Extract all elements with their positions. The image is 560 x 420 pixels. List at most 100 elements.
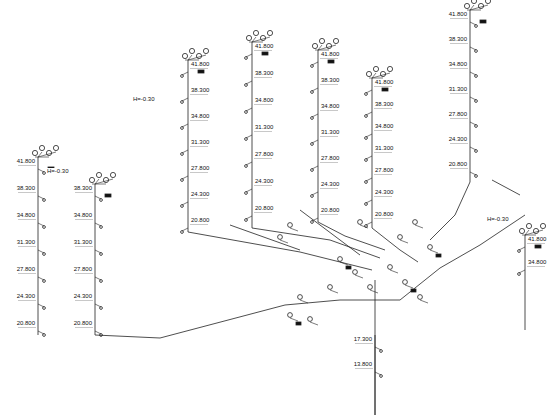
pump-symbol xyxy=(535,245,541,248)
elevation-label: 34.800 xyxy=(527,259,547,266)
elevation-label: 38.300 xyxy=(448,36,468,43)
elevation-label: 41.800 xyxy=(320,51,340,58)
fixture-symbol xyxy=(196,53,201,58)
valve-symbol xyxy=(365,93,368,96)
valve-symbol xyxy=(365,159,368,162)
fixture-pipe xyxy=(315,50,318,51)
valve-symbol xyxy=(43,307,46,310)
main-pipe xyxy=(252,228,380,258)
valve-symbol xyxy=(100,226,103,229)
fixture-pipe xyxy=(318,45,336,50)
elevation-label: 20.800 xyxy=(16,320,36,327)
valve-symbol xyxy=(311,143,314,146)
fixture-symbol xyxy=(203,48,208,53)
main-pipe xyxy=(318,222,385,250)
fixture-symbol xyxy=(368,285,373,290)
elevation-label: 34.800 xyxy=(374,123,394,130)
elevation-label: 24.300 xyxy=(16,293,36,300)
valve-symbol xyxy=(43,280,46,283)
riser-pipe xyxy=(318,50,319,222)
main-pipe xyxy=(492,180,520,195)
valve-symbol xyxy=(100,280,103,283)
main-pipe xyxy=(230,225,300,250)
elevation-label: 20.800 xyxy=(73,320,93,327)
fixture-pipe xyxy=(522,235,525,236)
elevation-label: 38.300 xyxy=(16,185,36,192)
fixture-symbol xyxy=(246,35,251,40)
elevation-label: 31.300 xyxy=(16,239,36,246)
fixture-pipe xyxy=(372,73,390,78)
elevation-label: 31.300 xyxy=(374,145,394,152)
elevation-label: 27.800 xyxy=(374,167,394,174)
riser-pipe xyxy=(372,78,373,228)
pipe-lines xyxy=(18,0,546,415)
fixture-symbol xyxy=(413,220,418,225)
elevation-label: 20.800 xyxy=(254,205,274,212)
main-pipe xyxy=(300,210,360,255)
elevation-label: 34.800 xyxy=(73,212,93,219)
elevation-label: 24.300 xyxy=(190,191,210,198)
elevation-label: 31.300 xyxy=(73,239,93,246)
fixture-pipe xyxy=(310,322,318,325)
fixture-symbol xyxy=(39,145,44,150)
fixture-pipe xyxy=(470,5,488,10)
valve-symbol xyxy=(181,153,184,156)
elevation-label: 34.800 xyxy=(448,61,468,68)
elevation-label: H=-0.30 xyxy=(486,216,510,223)
valve-symbol xyxy=(518,273,521,276)
valve-symbol xyxy=(518,250,521,253)
fixture-pipe xyxy=(252,37,270,42)
elevation-label: 27.800 xyxy=(448,111,468,118)
elevation-label: 34.800 xyxy=(320,103,340,110)
fixture-symbol xyxy=(89,177,94,182)
valve-symbol xyxy=(100,199,103,202)
fixture-symbol xyxy=(189,48,194,53)
fixture-symbol xyxy=(526,223,531,228)
elevation-label: 20.800 xyxy=(320,207,340,214)
elevation-label: 24.300 xyxy=(320,181,340,188)
elevation-label: 38.300 xyxy=(254,70,274,77)
fixture-symbol xyxy=(540,223,545,228)
elevation-label: 41.800 xyxy=(374,79,394,86)
elevation-label: 20.800 xyxy=(448,161,468,168)
fixture-symbol xyxy=(387,66,392,71)
fixture-pipe xyxy=(355,275,363,278)
fixture-pipe xyxy=(525,230,543,235)
fixture-pipe xyxy=(415,225,423,228)
riser-pipe xyxy=(470,10,471,182)
valve-symbol xyxy=(100,307,103,310)
elevation-label: 41.800 xyxy=(527,236,547,243)
fixture-symbol xyxy=(519,228,524,233)
main-pipe xyxy=(372,228,418,262)
fixture-symbol xyxy=(308,317,313,322)
riser-pipe xyxy=(525,235,526,330)
elevation-label: 41.800 xyxy=(254,43,274,50)
elevation-label: 24.300 xyxy=(73,293,93,300)
valve-symbol xyxy=(181,75,184,78)
elevation-label: 27.800 xyxy=(73,266,93,273)
fixture-pipe xyxy=(340,262,348,265)
fixture-symbol xyxy=(398,235,403,240)
elevation-label: 27.800 xyxy=(190,165,210,172)
fixture-pipe xyxy=(360,225,368,228)
elevation-label: 41.800 xyxy=(16,158,36,165)
fixture-symbol xyxy=(380,71,385,76)
fixture-symbol xyxy=(373,66,378,71)
valve-symbol xyxy=(181,179,184,182)
fixture-pipe xyxy=(300,300,308,303)
fixture-symbol xyxy=(103,177,108,182)
fixture-symbol xyxy=(388,265,393,270)
valve-symbol xyxy=(365,137,368,140)
elevation-label: 38.300 xyxy=(320,77,340,84)
pump-symbol xyxy=(382,88,388,91)
elevation-label: 34.800 xyxy=(16,212,36,219)
elevation-label: 27.800 xyxy=(320,155,340,162)
fixture-symbol xyxy=(485,0,490,4)
fixture-symbol xyxy=(358,220,363,225)
valve-symbol xyxy=(475,100,478,103)
fixture-symbol xyxy=(288,223,293,228)
fixture-symbol xyxy=(182,53,187,58)
elevation-label: 17.300 xyxy=(353,336,373,343)
fixture-symbol xyxy=(328,285,333,290)
pump-symbol xyxy=(436,254,441,257)
